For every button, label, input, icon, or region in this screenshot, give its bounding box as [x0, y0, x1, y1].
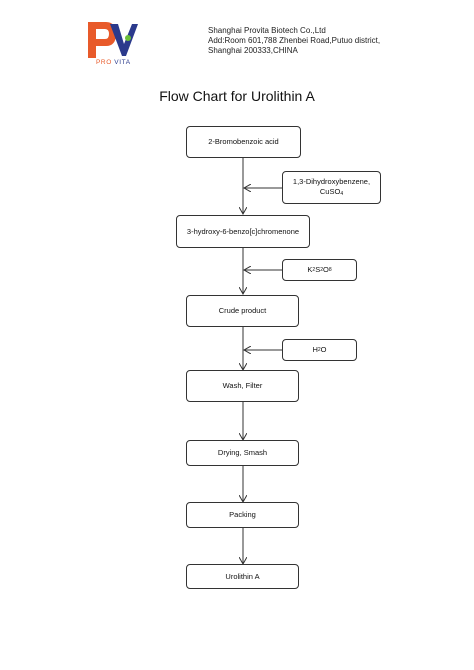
- input1-line2: CuSO4: [320, 187, 343, 199]
- input3-h: H: [312, 345, 318, 354]
- logo-leaf: [125, 35, 131, 41]
- input2-s: S: [315, 265, 321, 274]
- company-info: Shanghai Provita Biotech Co.,Ltd Add:Roo…: [208, 26, 380, 56]
- flow-step-3-hydroxy-6-benzo-chromenone: 3-hydroxy-6-benzo[c]chromenone: [176, 215, 310, 248]
- logo-wordmark: PRO VITA: [96, 59, 131, 66]
- input2-k: K: [307, 265, 313, 274]
- input2-o: O: [322, 265, 329, 274]
- flow-step-urolithin-a: Urolithin A: [186, 564, 299, 589]
- input2-o-sub: 8: [328, 267, 332, 273]
- logo-p-shape: [88, 22, 116, 58]
- provita-logo: [88, 22, 138, 58]
- company-name: Shanghai Provita Biotech Co.,Ltd: [208, 26, 326, 35]
- logo-v-shape: [110, 24, 138, 56]
- company-address-line1: Add:Room 601,788 Zhenbei Road,Putuo dist…: [208, 36, 381, 45]
- flow-step-2-bromobenzoic-acid: 2-Bromobenzoic acid: [186, 126, 301, 158]
- page-title: Flow Chart for Urolithin A: [159, 88, 315, 104]
- flow-step-drying-smash: Drying, Smash: [186, 440, 299, 466]
- logo-text-vita: VITA: [114, 59, 131, 66]
- input1-cuso-sub: 4: [340, 190, 344, 197]
- company-address-line2: Shanghai 200333,CHINA: [208, 46, 298, 55]
- input1-line1: 1,3-Dihydroxybenzene,: [292, 176, 371, 186]
- input1-cuso: CuSO: [319, 186, 341, 196]
- input2-k-sub: 2: [312, 267, 316, 273]
- input3-o: O: [320, 345, 327, 354]
- logo-text-pro: PRO: [96, 59, 112, 66]
- input3-h-sub: 2: [317, 347, 321, 353]
- flow-input-dihydroxybenzene-cuso4: 1,3-Dihydroxybenzene, CuSO4: [282, 171, 381, 204]
- input2-s-sub: 2: [320, 267, 323, 273]
- flow-step-packing: Packing: [186, 502, 299, 528]
- flow-step-wash-filter: Wash, Filter: [186, 370, 299, 402]
- flow-step-crude-product: Crude product: [186, 295, 299, 327]
